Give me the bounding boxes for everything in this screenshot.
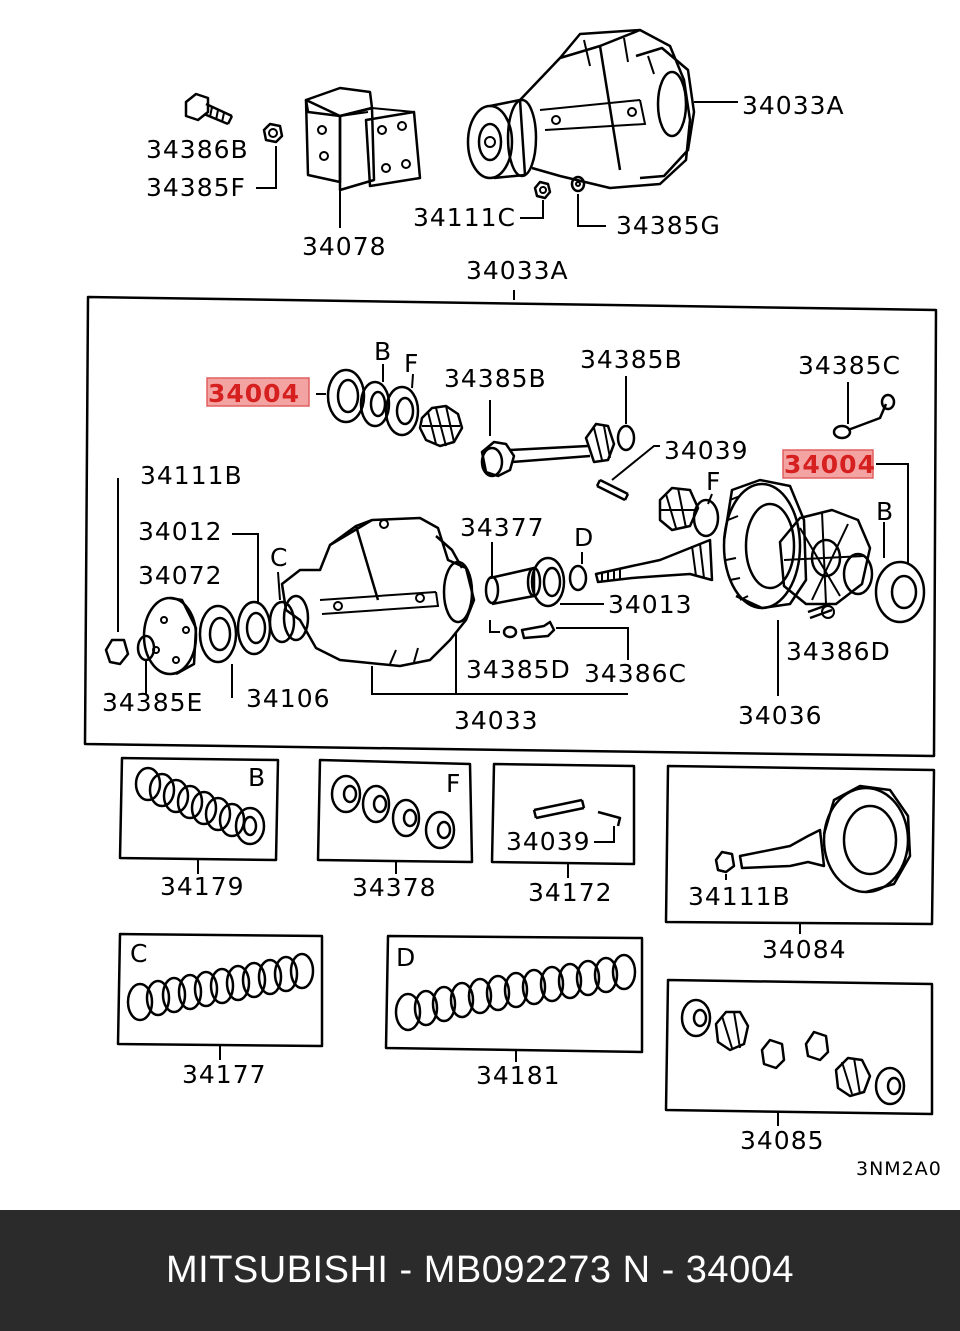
label-shaft-washer-b: 34385B — [580, 345, 683, 374]
label-washer-g: 34385G — [616, 211, 721, 240]
side-gear-right-drawing — [658, 486, 720, 538]
bolt-34386c-drawing — [489, 620, 629, 660]
label-code: 3NM2A0 — [856, 1158, 942, 1180]
highlight-right — [782, 449, 874, 479]
ring-pinion-set-drawing — [714, 784, 912, 894]
label-set-f: F — [446, 769, 461, 798]
label-set-177: 34177 — [182, 1060, 267, 1089]
label-mark-b2: B — [876, 497, 894, 526]
label-set-181: 34181 — [476, 1061, 561, 1090]
label-nut-c: 34111C — [413, 203, 516, 232]
carrier-34033a-drawing — [466, 28, 738, 190]
label-set-085: 34085 — [740, 1126, 825, 1155]
bolt-34386b-drawing — [184, 92, 234, 126]
label-bearing-13: 34013 — [608, 590, 693, 619]
label-nut-inside: 34111B — [688, 882, 791, 911]
label-box-title: 34033A — [466, 256, 569, 285]
label-bolt-c: 34386C — [584, 659, 687, 688]
box-34172 — [490, 762, 636, 878]
label-set-c: C — [130, 939, 148, 968]
box-34177 — [116, 932, 324, 1060]
label-spacer: 34377 — [460, 513, 545, 542]
exploded-parts-diagram: 34033A 34386B 34385F 34078 34111C 34385G… — [83, 28, 942, 1180]
washer-34385c-drawing — [832, 382, 896, 440]
bracket-34078-drawing — [304, 86, 422, 228]
bearing-34013-drawing — [530, 552, 604, 608]
washer-set-f-drawing — [330, 774, 456, 850]
label-mark-b1: B — [374, 337, 392, 366]
label-set-d: D — [396, 943, 416, 972]
label-set-084: 34084 — [762, 935, 847, 964]
label-nut-top: 34385F — [146, 173, 246, 202]
highlight-left — [206, 377, 310, 407]
label-bolt-d: 34386D — [786, 637, 891, 666]
nut-34385f-drawing — [256, 122, 284, 189]
label-set-378: 34378 — [352, 873, 437, 902]
label-washer-d: 34385D — [466, 655, 571, 684]
label-carrier: 34033 — [454, 706, 539, 735]
label-set-179: 34179 — [160, 872, 245, 901]
box-34179 — [118, 756, 280, 874]
washer-stack-c-drawing — [126, 952, 315, 1022]
pinion-shaft-drawing — [480, 376, 636, 478]
label-set-b: B — [248, 763, 266, 792]
label-diff-kit-right: 34004 — [784, 450, 876, 479]
label-pin-inside: 34039 — [506, 827, 591, 856]
box-34085 — [664, 978, 934, 1126]
label-seal: 34012 — [138, 517, 223, 546]
label-pin: 34039 — [664, 436, 749, 465]
washer-stack-d-drawing — [394, 953, 637, 1032]
box-34084 — [664, 764, 936, 934]
label-mark-d: D — [574, 523, 594, 552]
label-washer-e: 34385E — [102, 688, 203, 717]
box-34181 — [384, 934, 644, 1062]
label-bolt-top: 34386B — [146, 135, 249, 164]
label-washer-b: 34385B — [444, 364, 547, 393]
diff-case-34036-drawing — [777, 463, 926, 696]
label-mark-c: C — [270, 543, 288, 572]
seal-c-drawing — [268, 571, 310, 644]
label-top-carrier: 34033A — [742, 91, 845, 120]
gear-set-34085-drawing — [680, 998, 906, 1106]
label-bearing-06: 34106 — [246, 684, 331, 713]
label-mark-f1: F — [404, 349, 419, 378]
label-washer-c: 34385C — [798, 351, 901, 380]
drive-pinion-drawing — [594, 538, 714, 584]
assembly-box-34033a — [83, 290, 938, 758]
footer-bar: MITSUBISHI - MB092273 N - 34004 — [0, 1210, 960, 1331]
footer-part-number: MITSUBISHI - MB092273 N - 34004 — [166, 1249, 794, 1291]
box-34378 — [316, 758, 474, 874]
label-flange: 34072 — [138, 561, 223, 590]
label-nut-b: 34111B — [140, 461, 243, 490]
pin-inside-drawing — [532, 798, 622, 843]
label-set-172: 34172 — [528, 878, 613, 907]
washer-stack-b-drawing — [134, 766, 266, 846]
nut-34111c-drawing — [520, 180, 552, 219]
label-mark-f2: F — [706, 467, 721, 496]
label-bracket: 34078 — [302, 232, 387, 261]
label-diff-kit-left: 34004 — [208, 379, 300, 408]
ring-gear-drawing — [722, 478, 808, 610]
pin-34039-drawing — [595, 445, 660, 502]
flange-34072-drawing — [104, 478, 198, 694]
bearing-34106-drawing — [198, 533, 272, 698]
side-gear-set-left-drawing — [316, 364, 464, 448]
carrier-housing-34033-drawing — [280, 516, 628, 695]
label-case: 34036 — [738, 701, 823, 730]
washer-34385g-drawing — [570, 175, 606, 227]
